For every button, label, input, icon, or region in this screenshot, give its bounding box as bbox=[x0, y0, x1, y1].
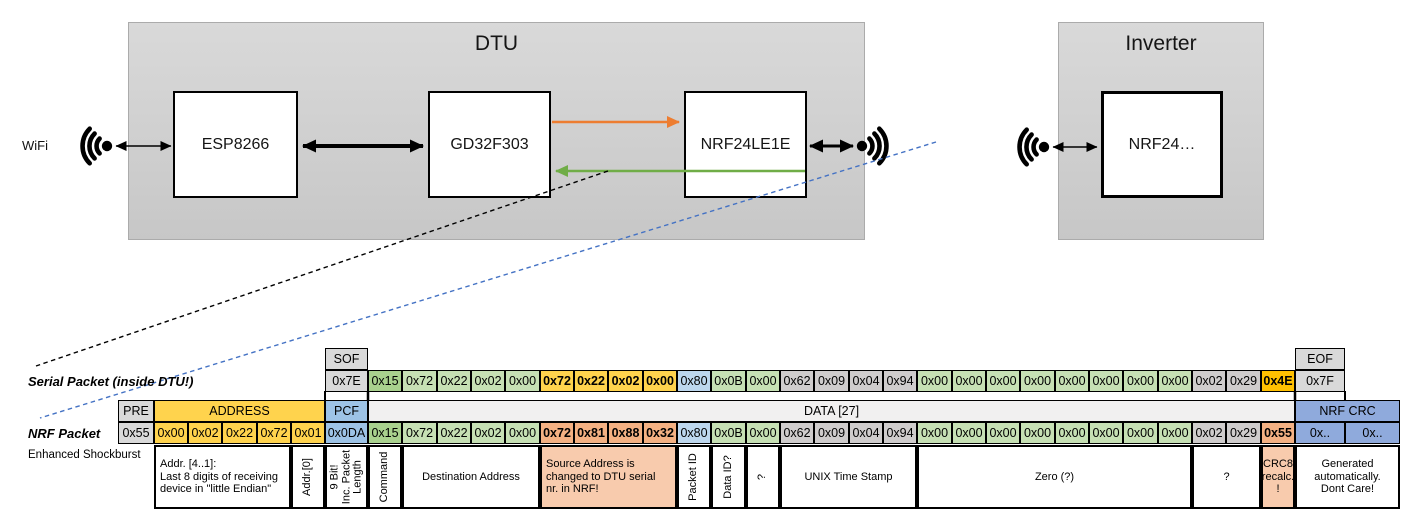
wifi-icon-inverter bbox=[1020, 130, 1050, 165]
annotation-cell: ? bbox=[1192, 445, 1261, 509]
serial-sof-header: SOF bbox=[325, 348, 368, 370]
enhanced-shockburst-label: Enhanced Shockburst bbox=[28, 449, 141, 461]
nrf-byte-cell: 0x00 bbox=[917, 422, 952, 444]
serial-byte-cell: 0x00 bbox=[1055, 370, 1089, 392]
nrf-byte-cell: 0x02 bbox=[1192, 422, 1226, 444]
serial-byte-cell: 0x09 bbox=[814, 370, 849, 392]
wifi-label: WiFi bbox=[22, 138, 48, 153]
serial-sof-byte: 0x7E bbox=[325, 370, 368, 392]
annotation-cell: Destination Address bbox=[402, 445, 540, 509]
wifi-icon-left bbox=[83, 129, 113, 164]
annotation-cell: 9 Bit! Inc. Packet Length bbox=[325, 445, 368, 509]
nrf-byte-cell: 0x62 bbox=[780, 422, 814, 444]
nrf-byte-cell: 0x72 bbox=[402, 422, 437, 444]
annotation-cell: Zero (?) bbox=[917, 445, 1192, 509]
nrf-byte-cell: 0x00 bbox=[1158, 422, 1192, 444]
nrf-address-header: ADDRESS bbox=[154, 400, 325, 422]
annotation-cell: Packet ID bbox=[677, 445, 711, 509]
nrf-byte-cell: 0x94 bbox=[883, 422, 917, 444]
annotation-cell: Command bbox=[368, 445, 402, 509]
nrf-byte-cell: 0x00 bbox=[1020, 422, 1055, 444]
annotation-cell: UNIX Time Stamp bbox=[780, 445, 917, 509]
serial-byte-cell: 0x00 bbox=[1020, 370, 1055, 392]
serial-byte-cell: 0x02 bbox=[471, 370, 505, 392]
nrf-byte-cell: 0x00 bbox=[746, 422, 780, 444]
serial-byte-cell: 0x00 bbox=[917, 370, 952, 392]
nrf-byte-cell: 0x00 bbox=[505, 422, 540, 444]
nrf-byte-cell: 0x72 bbox=[540, 422, 574, 444]
nrf-byte-cell: 0x88 bbox=[608, 422, 643, 444]
chip-nrf24le1e: NRF24LE1E bbox=[684, 91, 807, 198]
nrf-byte-cell: 0x09 bbox=[814, 422, 849, 444]
serial-byte-cell: 0x94 bbox=[883, 370, 917, 392]
nrf-address-byte: 0x00 bbox=[154, 422, 188, 444]
nrf-byte-cell: 0x00 bbox=[1055, 422, 1089, 444]
serial-byte-cell: 0x00 bbox=[505, 370, 540, 392]
nrf-address-byte: 0x02 bbox=[188, 422, 222, 444]
serial-byte-cell: 0x00 bbox=[1123, 370, 1158, 392]
serial-byte-cell: 0x00 bbox=[643, 370, 677, 392]
nrf-crc-byte: 0x.. bbox=[1295, 422, 1345, 444]
serial-byte-cell: 0x00 bbox=[1158, 370, 1192, 392]
serial-eof-header: EOF bbox=[1295, 348, 1345, 370]
serial-byte-cell: 0x00 bbox=[986, 370, 1020, 392]
nrf-byte-cell: 0x02 bbox=[471, 422, 505, 444]
nrf-byte-cell: 0x00 bbox=[1089, 422, 1123, 444]
serial-byte-cell: 0x22 bbox=[437, 370, 471, 392]
nrf-byte-cell: 0x32 bbox=[643, 422, 677, 444]
annotation-cell: Source Address is changed to DTU serial … bbox=[540, 445, 677, 509]
nrf-pre-byte: 0x55 bbox=[118, 422, 154, 444]
serial-byte-cell: 0x15 bbox=[368, 370, 402, 392]
inverter-container: Inverter bbox=[1058, 22, 1264, 240]
serial-byte-cell: 0x0B bbox=[711, 370, 746, 392]
nrf-address-byte: 0x72 bbox=[257, 422, 291, 444]
nrf-address-byte: 0x22 bbox=[222, 422, 257, 444]
nrf-byte-cell: 0x29 bbox=[1226, 422, 1261, 444]
serial-byte-cell: 0x04 bbox=[849, 370, 883, 392]
nrf-address-byte: 0x01 bbox=[291, 422, 325, 444]
serial-byte-cell: 0x29 bbox=[1226, 370, 1261, 392]
nrf-byte-cell: 0x00 bbox=[952, 422, 986, 444]
serial-packet-label: Serial Packet (inside DTU!) bbox=[28, 374, 194, 389]
nrf-byte-cell: 0x04 bbox=[849, 422, 883, 444]
nrf-byte-cell: 0x80 bbox=[677, 422, 711, 444]
nrf-byte-cell: 0x15 bbox=[368, 422, 402, 444]
nrf-byte-cell: 0x0B bbox=[711, 422, 746, 444]
nrf-byte-cell: 0x00 bbox=[1123, 422, 1158, 444]
inverter-title: Inverter bbox=[1125, 32, 1197, 55]
serial-byte-cell: 0x72 bbox=[540, 370, 574, 392]
serial-byte-cell: 0x72 bbox=[402, 370, 437, 392]
chip-gd32f303: GD32F303 bbox=[428, 91, 551, 198]
nrf-pcf-byte: 0x0DA bbox=[325, 422, 368, 444]
annotation-cell: Generated automatically. Dont Care! bbox=[1295, 445, 1400, 509]
nrf-data-header: DATA [27] bbox=[368, 400, 1295, 422]
serial-byte-cell: 0x80 bbox=[677, 370, 711, 392]
nrf-byte-cell: 0x55 bbox=[1261, 422, 1295, 444]
nrf-pcf-header: PCF bbox=[325, 400, 368, 422]
serial-byte-cell: 0x22 bbox=[574, 370, 608, 392]
annotation-cell: Addr. [4..1]: Last 8 digits of receiving… bbox=[154, 445, 291, 509]
chip-nrf24-inverter: NRF24… bbox=[1101, 91, 1223, 198]
nrf-byte-cell: 0x22 bbox=[437, 422, 471, 444]
serial-byte-cell: 0x00 bbox=[952, 370, 986, 392]
annotation-cell: ? bbox=[746, 445, 780, 509]
nrf-byte-cell: 0x81 bbox=[574, 422, 608, 444]
chip-esp8266: ESP8266 bbox=[173, 91, 298, 198]
dtu-title: DTU bbox=[474, 32, 519, 55]
annotation-cell: CRC8 recalc. ! bbox=[1261, 445, 1295, 509]
nrf-byte-cell: 0x00 bbox=[986, 422, 1020, 444]
serial-byte-cell: 0x62 bbox=[780, 370, 814, 392]
annotation-cell: Addr.[0] bbox=[291, 445, 325, 509]
serial-byte-cell: 0x00 bbox=[746, 370, 780, 392]
serial-byte-cell: 0x02 bbox=[608, 370, 643, 392]
serial-eof-byte: 0x7F bbox=[1295, 370, 1345, 392]
serial-byte-cell: 0x4E bbox=[1261, 370, 1295, 392]
nrf-crc-byte: 0x.. bbox=[1345, 422, 1400, 444]
annotation-cell: Data ID? bbox=[711, 445, 746, 509]
nrf-crc-header: NRF CRC bbox=[1295, 400, 1400, 422]
nrf-packet-label: NRF Packet bbox=[28, 426, 101, 441]
nrf-pre-header: PRE bbox=[118, 400, 154, 422]
serial-byte-cell: 0x02 bbox=[1192, 370, 1226, 392]
serial-byte-cell: 0x00 bbox=[1089, 370, 1123, 392]
